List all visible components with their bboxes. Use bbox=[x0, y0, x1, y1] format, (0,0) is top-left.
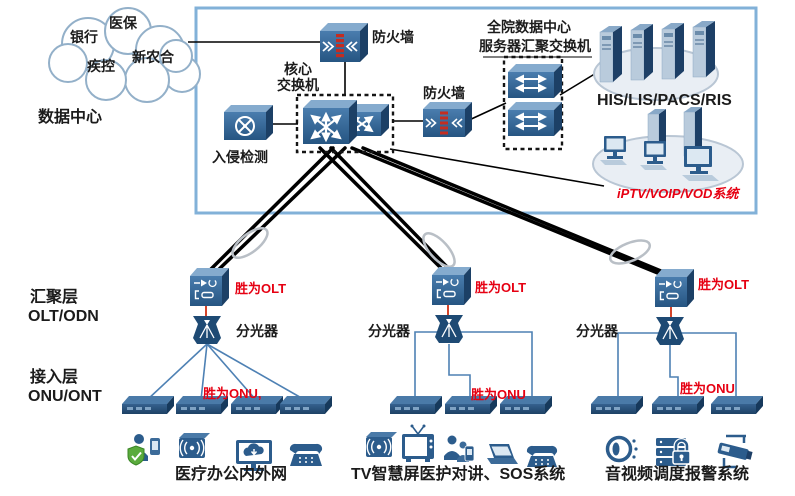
aggregation-switch-device-1 bbox=[508, 64, 562, 98]
access-layer-sub-label: ONU/ONT bbox=[28, 388, 102, 405]
core-switch-label-line2: 交换机 bbox=[277, 76, 319, 93]
his-servers bbox=[599, 21, 715, 83]
cloud-monitor-icon bbox=[236, 440, 272, 471]
core-switch-left bbox=[303, 100, 357, 144]
onu-device bbox=[280, 396, 332, 414]
cloud-label-rural-coop: 新农合 bbox=[132, 49, 174, 65]
his-servers-label: HIS/LIS/PACS/RIS bbox=[597, 92, 732, 109]
cloud-label-bank: 银行 bbox=[70, 29, 98, 45]
cloud-label-medical-insurance: 医保 bbox=[109, 15, 137, 31]
splitter-device-1 bbox=[193, 316, 221, 344]
firewall-right-label: 防火墙 bbox=[423, 85, 465, 101]
server-tower bbox=[692, 21, 715, 78]
onu-device bbox=[500, 396, 552, 414]
olt-label-2: 胜为OLT bbox=[475, 280, 527, 295]
server-tower bbox=[661, 23, 684, 80]
iptv-workstations bbox=[600, 107, 719, 181]
olt-label-1: 胜为OLT bbox=[235, 281, 287, 296]
fiber-loop-2 bbox=[422, 232, 456, 268]
onu-device bbox=[231, 396, 283, 414]
access-layer-label: 接入层 bbox=[30, 369, 79, 386]
core-switch-group-border bbox=[295, 93, 395, 154]
wireless-ap-icon bbox=[179, 433, 210, 458]
fiber-coil-loops bbox=[231, 227, 652, 268]
onu-device bbox=[711, 396, 763, 414]
dc-title-line1: 全院数据中心 bbox=[487, 19, 571, 35]
olt-device-2 bbox=[432, 267, 471, 305]
olt-device-3 bbox=[655, 269, 694, 307]
onu-label-3: 胜为ONU bbox=[680, 381, 735, 396]
cloud-label-cdc: 疾控 bbox=[87, 58, 115, 74]
dc-title-line2: 服务器汇聚交换机 bbox=[479, 38, 591, 54]
wireless-ap-icon bbox=[366, 432, 397, 457]
servers-platform bbox=[593, 47, 719, 101]
link-core-workstations bbox=[389, 148, 605, 187]
workstation-monitor bbox=[600, 136, 627, 165]
aggregation-switch-device-2 bbox=[508, 102, 562, 136]
workstation-monitor bbox=[682, 146, 719, 181]
splitter-label-2: 分光器 bbox=[368, 323, 410, 339]
server-tower bbox=[630, 24, 653, 81]
onu-device bbox=[176, 396, 228, 414]
intrusion-detection-device bbox=[224, 105, 273, 140]
onu-devices bbox=[122, 396, 763, 414]
cctv-camera-icon bbox=[717, 434, 753, 469]
onu-label-2: 胜为ONU bbox=[471, 387, 526, 402]
splitter-label-3: 分光器 bbox=[576, 323, 618, 339]
iptv-system-label: iPTV/VOIP/VOD系统 bbox=[617, 186, 739, 201]
user-shield-icon bbox=[127, 434, 160, 466]
telephone-icon bbox=[526, 445, 558, 467]
core-switch-device bbox=[303, 100, 389, 144]
core-switch-label: 核心 交换机 bbox=[262, 61, 334, 93]
fiber-loop-3 bbox=[608, 239, 652, 265]
splitter-device-3 bbox=[656, 317, 684, 345]
external-network-cloud bbox=[48, 7, 201, 103]
intrusion-detection-label: 入侵检测 bbox=[212, 149, 268, 165]
olt-device-1 bbox=[190, 268, 229, 306]
olt-splitter-links bbox=[205, 305, 672, 317]
system-label-3: 音视频调度报警系统 bbox=[605, 466, 750, 483]
tv-icon bbox=[402, 424, 434, 462]
splitter-device-2 bbox=[435, 315, 463, 343]
server-tower bbox=[599, 26, 622, 83]
splitter-label-1: 分光器 bbox=[236, 323, 278, 339]
link-firewall2-agg bbox=[466, 102, 507, 122]
pon-distribution-lines bbox=[146, 331, 737, 401]
core-switch-label-line1: 核心 bbox=[284, 61, 312, 77]
firewall-top-label: 防火墙 bbox=[372, 29, 414, 45]
audio-speaker-icon bbox=[605, 435, 638, 463]
zone-label-data-center: 数据中心 bbox=[38, 109, 103, 126]
onu-device bbox=[445, 396, 497, 414]
onu-device bbox=[122, 396, 174, 414]
fiber-loop-1 bbox=[231, 227, 269, 259]
workstation-tower bbox=[683, 107, 702, 157]
onu-device bbox=[390, 396, 442, 414]
system-label-2: TV智慧屏医护对讲、SOS系统 bbox=[351, 466, 566, 483]
aggregation-layer-sub-label: OLT/ODN bbox=[28, 308, 99, 325]
onu-label-1: 胜为ONU, bbox=[203, 386, 262, 401]
laptop-icon bbox=[487, 444, 518, 464]
system-label-1: 医疗办公内外网 bbox=[175, 466, 288, 483]
telephone-icon bbox=[289, 443, 323, 466]
olt-label-3: 胜为OLT bbox=[698, 277, 750, 292]
workstation-monitor bbox=[640, 141, 667, 170]
firewall-top-device bbox=[320, 23, 368, 62]
nurse-intercom-icon bbox=[444, 435, 475, 462]
onu-device bbox=[652, 396, 704, 414]
onu-device bbox=[591, 396, 643, 414]
firewall-right-device bbox=[423, 102, 472, 137]
secure-server-icon bbox=[656, 438, 691, 466]
aggregation-layer-label: 汇聚层 bbox=[30, 289, 79, 306]
